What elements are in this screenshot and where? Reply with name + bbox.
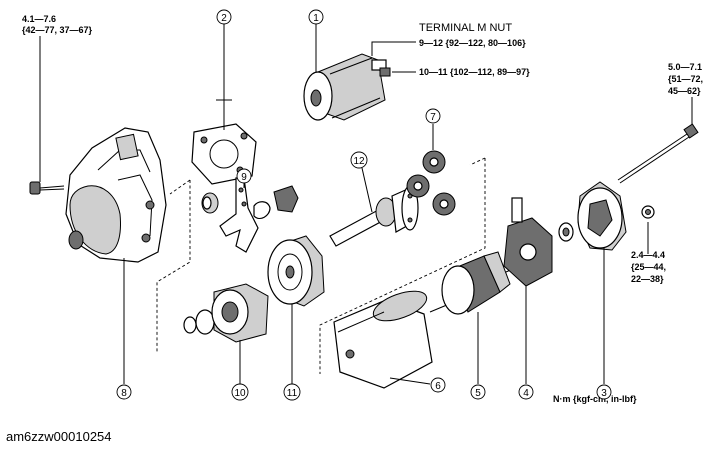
planetary-gear-icon — [406, 150, 456, 216]
callout-5: 5 — [470, 384, 486, 400]
callout-9: 9 — [236, 168, 252, 184]
planet-gear-left — [406, 174, 430, 198]
callout-3: 3 — [596, 384, 612, 400]
drive-lever-icon — [219, 177, 259, 253]
rear-washer-icon — [558, 222, 574, 242]
callout-8: 8 — [116, 384, 132, 400]
bushing-icon — [201, 192, 219, 214]
callout-6: 6 — [430, 377, 446, 393]
cover-screw-icon — [641, 205, 655, 219]
svg-text:1: 1 — [313, 13, 319, 24]
torque-label-cover-screw: 2.4—4.4 {25—44, 22—38} — [631, 250, 666, 284]
terminal-m-nut-title: TERMINAL M NUT — [419, 22, 512, 34]
torque-screw-line1: 2.4—4.4 — [631, 250, 665, 260]
solenoid-stud-value: 10—11 {102—112, 89—97} — [419, 67, 530, 77]
figure-code: am6zzw00010254 — [6, 429, 112, 444]
callout-11: 11 — [283, 383, 301, 401]
svg-text:2: 2 — [221, 13, 227, 24]
torque-screw-line2: {25—44, — [631, 262, 666, 272]
callout-leaders — [123, 24, 605, 385]
callout-4: 4 — [518, 384, 534, 400]
front-housing-icon — [65, 127, 167, 263]
torque-screw-line3: 22—38} — [631, 274, 664, 284]
svg-text:12: 12 — [353, 156, 365, 167]
brush-holder-icon — [503, 197, 553, 287]
callout-7: 7 — [425, 108, 441, 124]
svg-text:7: 7 — [430, 112, 436, 123]
pinion-clutch-icon — [183, 283, 269, 343]
torque-bolt-line2: {51—72, — [668, 74, 703, 84]
torque-housing-line2: {42—77, 37—67} — [22, 25, 93, 35]
torque-label-housing-bolt: 4.1—7.6 {42—77, 37—67} — [22, 14, 93, 35]
units-note: N·m {kgf-cm, in-lbf} — [553, 394, 637, 404]
svg-text:10: 10 — [234, 388, 246, 399]
torque-housing-line1: 4.1—7.6 — [22, 14, 56, 24]
planet-gear-right — [432, 192, 456, 216]
output-shaft-icon — [329, 185, 419, 247]
callout-10: 10 — [231, 383, 249, 401]
svg-text:6: 6 — [435, 381, 441, 392]
planet-gear-top — [422, 150, 446, 174]
rear-cover-icon — [577, 181, 627, 251]
solenoid-switch-icon — [303, 53, 391, 121]
svg-text:11: 11 — [287, 388, 298, 399]
svg-text:4: 4 — [523, 388, 529, 399]
torque-bolt-line1: 5.0—7.1 — [668, 62, 702, 72]
lever-holder-icon — [253, 185, 299, 220]
torque-label-through-bolt: 5.0—7.1 {51—72, 45—62} — [668, 62, 703, 96]
callout-2: 2 — [216, 9, 232, 25]
callout-12: 12 — [350, 151, 368, 169]
callout-1: 1 — [308, 9, 324, 25]
center-bracket-icon — [267, 235, 325, 307]
svg-text:9: 9 — [241, 172, 247, 183]
assembly-dashed-lines — [156, 157, 486, 374]
svg-text:3: 3 — [601, 388, 607, 399]
torque-bolt-line3: 45—62} — [668, 86, 701, 96]
torque-label-terminal-m: TERMINAL M NUT 9—12 {92—122, 80—106} 10—… — [419, 22, 530, 77]
yoke-icon — [333, 290, 433, 389]
terminal-m-nut-value: 9—12 {92—122, 80—106} — [419, 38, 526, 48]
gasket-icon — [191, 123, 257, 185]
svg-text:5: 5 — [475, 388, 481, 399]
svg-text:8: 8 — [121, 388, 127, 399]
through-bolt-icon — [617, 123, 699, 184]
housing-bolt-icon — [29, 181, 65, 195]
